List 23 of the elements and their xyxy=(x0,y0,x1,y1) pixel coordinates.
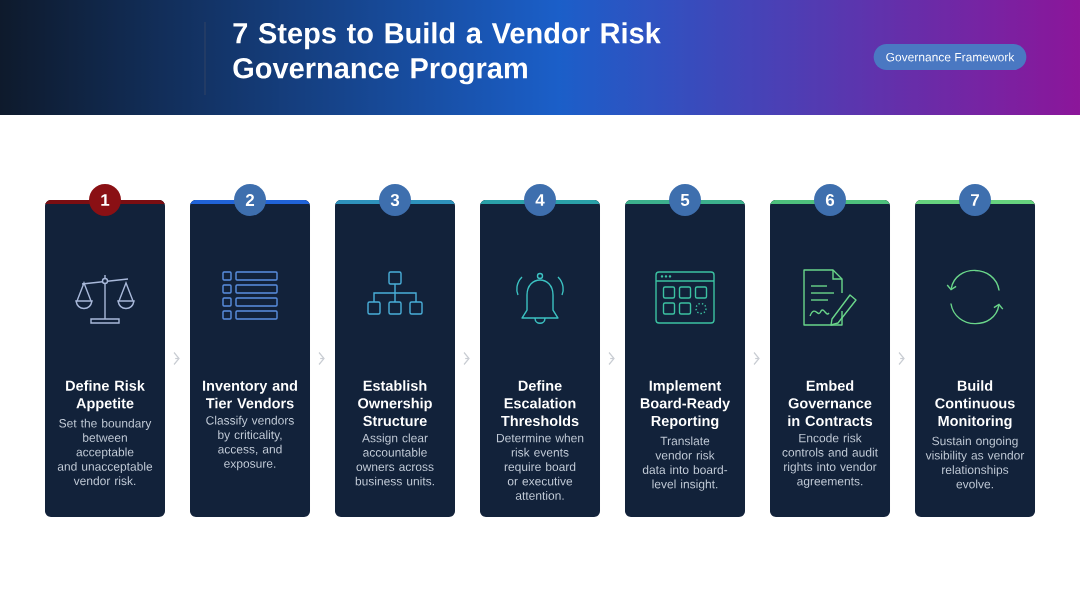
step-heading: Define Risk Appetite xyxy=(66,380,145,412)
step-number-badge: 1 xyxy=(89,184,121,216)
step-description: Sustain ongoing visibility as vendor relationships evolve. xyxy=(925,436,1025,489)
step-number-badge: 5 xyxy=(669,184,701,216)
step-heading: Implement Board-Ready Reporting xyxy=(640,380,731,429)
step-description: Assign clear accountable owners across business units. xyxy=(355,433,434,486)
step-heading: Define Escalation Thresholds xyxy=(501,380,579,427)
step-number-badge: 7 xyxy=(959,184,991,216)
step-description: Encode risk controls and audit rights into vendor agreements. xyxy=(782,433,878,488)
step-description: Determine when risk events require board or executive attention. xyxy=(496,433,584,500)
step-description: Set the boundary between acceptable and unacceptable vendor risk. xyxy=(57,418,153,486)
step-heading: Establish Ownership Structure xyxy=(358,380,432,427)
title: 7 Steps to Build a Vendor Risk Governance Program xyxy=(233,22,661,85)
step-heading: Inventory and Tier Vendors xyxy=(203,380,297,409)
step-number-badge: 6 xyxy=(814,184,846,216)
step-description: Classify vendors by criticality, access, and exposure. xyxy=(206,415,294,471)
step-number-badge: 3 xyxy=(379,184,411,216)
tag-pill: Governance Framework xyxy=(873,44,1027,70)
step-number-badge: 4 xyxy=(524,184,556,216)
step-description: Translate vendor risk data into board-level insight. xyxy=(642,436,728,491)
step-number-badge: 2 xyxy=(234,184,266,216)
step-heading: Embed Governance in Contracts xyxy=(788,380,873,427)
step-heading: Build Continuous Monitoring xyxy=(935,380,1015,429)
